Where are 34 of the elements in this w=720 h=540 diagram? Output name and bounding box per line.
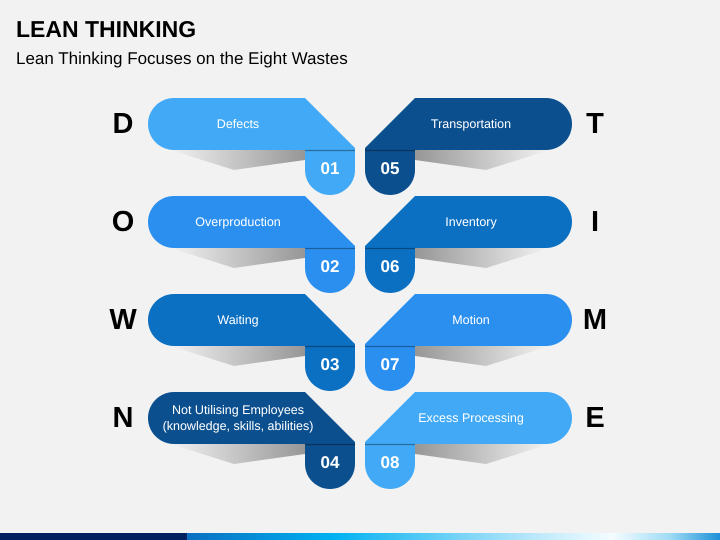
banner-label: Motion: [452, 312, 490, 328]
banner-label: Not Utilising Employees (knowledge, skills, abilities): [162, 402, 314, 434]
number-label: 01: [320, 159, 340, 179]
number-label: 03: [320, 355, 340, 375]
ribbon-banner: [365, 98, 572, 197]
title: LEAN THINKING: [16, 16, 196, 42]
ribbon-banner: [365, 392, 572, 491]
ribbon-banner: [148, 196, 355, 295]
banner-label: Waiting: [217, 312, 259, 328]
ribbon-banner: [148, 392, 355, 491]
letter-label: N: [112, 402, 134, 434]
letter-label: E: [585, 402, 605, 434]
letter-label: I: [590, 206, 600, 238]
letter-label: M: [582, 304, 608, 336]
letter-label: W: [109, 304, 137, 336]
ribbon-banner: [148, 98, 355, 197]
ribbon-banner: [365, 196, 572, 295]
number-label: 04: [320, 453, 340, 473]
ribbon-banner: [365, 294, 572, 393]
letter-label: O: [112, 206, 134, 238]
banner-label: Overproduction: [195, 214, 281, 230]
letter-label: T: [586, 108, 604, 140]
subtitle: Lean Thinking Focuses on the Eight Wastes: [16, 49, 348, 69]
number-label: 06: [380, 257, 400, 277]
banner-label: Defects: [216, 116, 260, 132]
number-label: 08: [380, 453, 400, 473]
banner-label: Excess Processing: [418, 410, 524, 426]
banner-label: Inventory: [445, 214, 497, 230]
letter-label: D: [112, 108, 134, 140]
number-label: 07: [380, 355, 400, 375]
ribbon-banner: [148, 294, 355, 393]
number-label: 02: [320, 257, 340, 277]
banner-label: Transportation: [430, 116, 512, 132]
number-label: 05: [380, 159, 400, 179]
